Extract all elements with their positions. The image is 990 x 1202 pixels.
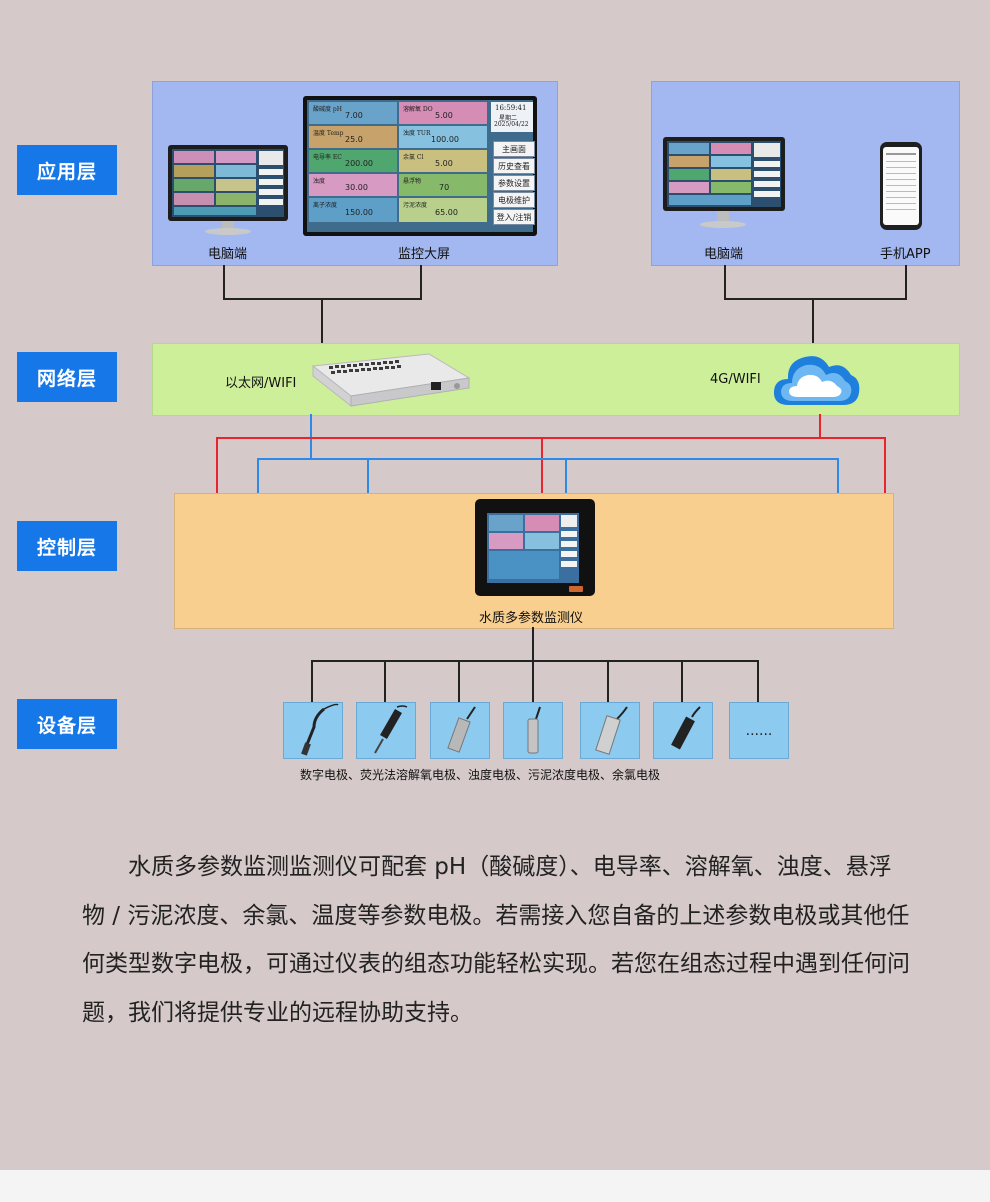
device-caption: 数字电极、荧光法溶解氧电极、浊度电极、污泥浓度电极、余氯电极	[300, 768, 661, 782]
tile-label: 浊度	[313, 178, 326, 185]
tile-label: 电导率 EC	[313, 154, 342, 161]
monitor-device-icon	[475, 499, 595, 596]
sensor-electrode	[653, 702, 713, 759]
tile-value: 25.0	[345, 135, 363, 144]
sensor-sludge-electrode	[503, 702, 563, 759]
sensor-fluorescent-do-electrode	[356, 702, 416, 759]
big-screen-button-history: 历史查看	[493, 158, 535, 174]
sensor-digital-electrode	[283, 702, 343, 759]
description-text: 水质多参数监测监测仪可配套 pH（酸碱度）、电导率、溶解氧、浊度、悬浮物 / 污…	[82, 854, 910, 1026]
tile-value: 65.00	[435, 208, 458, 217]
application-panel-right: 电脑端 手机APP	[651, 81, 960, 266]
tile-value: 100.00	[431, 135, 459, 144]
sensor-more: ......	[729, 702, 789, 759]
layer-label-network: 网络层	[17, 352, 117, 402]
tile-label: 酸碱度 pH	[313, 106, 342, 113]
big-screen-time: 16:59:41	[495, 104, 527, 112]
ethernet-label: 以太网/WIFI	[225, 376, 297, 391]
footer-band	[0, 1170, 990, 1202]
pc-monitor-icon	[663, 137, 785, 211]
big-screen-button-maintenance: 电极维护	[493, 192, 535, 208]
left-pc-label: 电脑端	[208, 247, 248, 262]
cellular-label: 4G/WIFI	[710, 372, 761, 387]
layer-label-device: 设备层	[17, 699, 117, 749]
network-switch-icon	[311, 353, 471, 408]
tile-label: 溶解氧 DO	[403, 106, 433, 113]
tile-value: 30.00	[345, 183, 368, 192]
tile-value: 150.00	[345, 208, 373, 217]
tile-label: 悬浮物	[403, 178, 422, 185]
tile-label: 浊度 TUR	[403, 130, 431, 137]
big-screen-label: 监控大屏	[398, 247, 451, 262]
tile-label: 污泥浓度	[403, 202, 428, 209]
sensor-turbidity-electrode	[430, 702, 490, 759]
big-screen-weekday: 星期二	[499, 115, 518, 122]
network-panel: 以太网/WIFI 4G/WIFI	[152, 343, 960, 416]
big-screen-button-main: 主画面	[493, 141, 535, 157]
big-screen-button-settings: 参数设置	[493, 175, 535, 191]
tile-value: 5.00	[435, 111, 453, 120]
phone-icon	[880, 142, 922, 230]
application-panel-left: 电脑端 16:59:41 星期二 2025/04/22 酸碱度 pH 7.00 …	[152, 81, 558, 266]
phone-app-label: 手机APP	[880, 247, 931, 262]
layer-label-control: 控制层	[17, 521, 117, 571]
big-screen-button-login: 登入/注销	[493, 209, 535, 225]
tile-label: 余氯 Cl	[403, 154, 424, 161]
big-screen-date: 2025/04/22	[494, 121, 529, 128]
sensor-chlorine-electrode	[580, 702, 640, 759]
device-label: 水质多参数监测仪	[479, 611, 584, 626]
tile-label: 离子浓度	[313, 202, 338, 209]
control-panel: 水质多参数监测仪	[174, 493, 894, 629]
layer-label-application: 应用层	[17, 145, 117, 195]
tile-value: 5.00	[435, 159, 453, 168]
tile-value: 7.00	[345, 111, 363, 120]
tile-label: 温度 Temp	[313, 130, 344, 137]
right-pc-label: 电脑端	[704, 247, 744, 262]
tile-value: 200.00	[345, 159, 373, 168]
pc-monitor-icon	[168, 145, 288, 221]
tile-value: 70	[439, 183, 450, 192]
cloud-icon	[773, 356, 860, 405]
